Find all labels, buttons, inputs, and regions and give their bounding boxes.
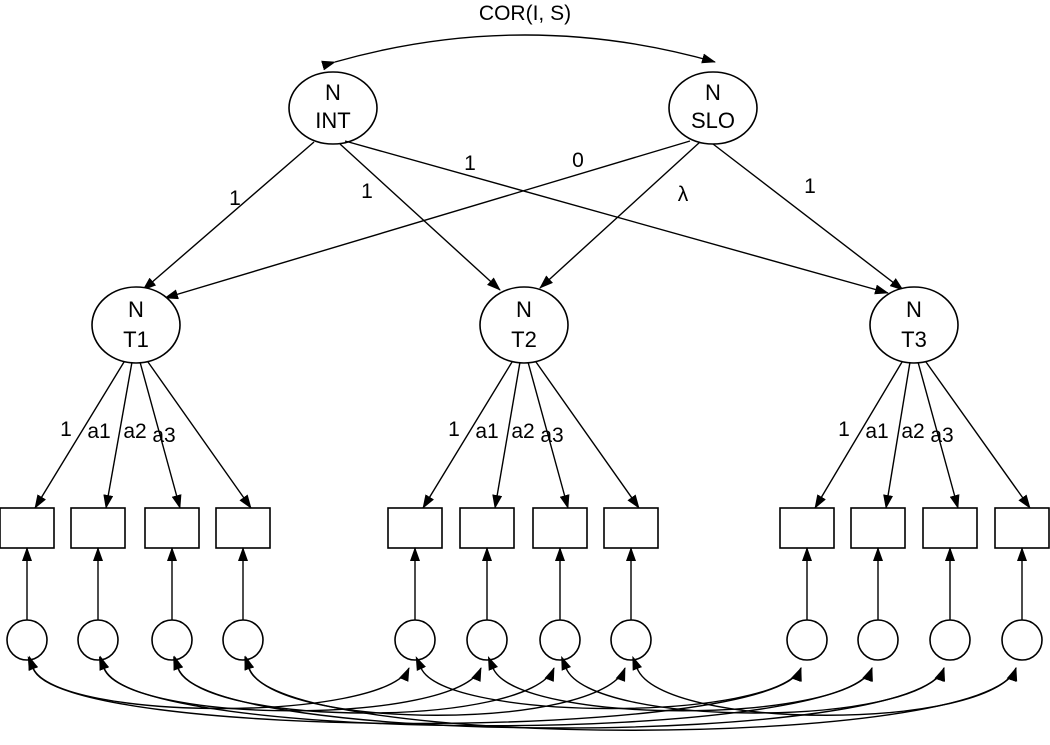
loading-path-t2-1: [422, 361, 513, 509]
loading-slo-t2: λ: [678, 183, 689, 206]
loading-label-t3-3: a2: [901, 420, 924, 443]
loading-path-t3-3: [917, 361, 960, 509]
time-factor-t2-line2: T2: [511, 327, 537, 352]
correlation-arc: [321, 34, 716, 71]
loading-path-t1-4: [147, 361, 252, 509]
path-int-t2: [339, 143, 501, 291]
residual-t3-2: [857, 619, 899, 661]
loading-path-t3-2: [883, 361, 911, 509]
indicator-box-t3-3: [922, 507, 978, 549]
correlation-label: COR(I, S): [479, 2, 571, 25]
time-factor-t1: N T1: [91, 286, 181, 364]
slope-factor-line1: N: [705, 80, 721, 105]
residual-t1-1: [6, 619, 48, 661]
slope-factor-line2: SLO: [691, 108, 735, 133]
path-int-t1: [142, 141, 315, 291]
indicator-box-t1-3: [144, 507, 200, 549]
residual-covariance-1-t1-t2: [27, 656, 410, 710]
residual-covariance-4-t2-t3: [632, 655, 1017, 716]
loading-label-t1-2: a1: [87, 420, 110, 443]
residual-t3-3: [929, 619, 971, 661]
residual-covariance-4-t1-t3: [244, 655, 1018, 731]
loading-int-t3: 1: [464, 152, 476, 175]
time-factor-t1-line1: N: [128, 297, 144, 322]
indicator-box-t2-1: [387, 507, 443, 549]
indicator-box-t1-1: [0, 507, 55, 549]
indicator-box-t1-2: [70, 507, 126, 549]
intercept-factor-line1: N: [325, 80, 341, 105]
measurement-model: 1 a1 a2 a3 1 a1 a2 a3 1 a1 a2 a3: [0, 361, 1050, 731]
loading-path-t3-4: [925, 361, 1031, 509]
loading-int-t1: 1: [229, 187, 241, 210]
loading-label-t2-4: a3: [540, 424, 563, 447]
loading-label-t3-1: 1: [838, 418, 850, 441]
time-factor-t1-line2: T1: [123, 327, 149, 352]
residual-covariance-2-t1-t2: [98, 656, 482, 712]
loading-label-t1-4: a3: [152, 424, 175, 447]
time-factor-t2: N T2: [479, 286, 569, 364]
indicator-box-t1-4: [215, 507, 271, 549]
path-int-t3: [344, 140, 889, 295]
time-factor-t3: N T3: [869, 286, 959, 364]
loading-slo-t3: 1: [804, 175, 816, 198]
loading-label-t3-4: a3: [930, 424, 953, 447]
path-slo-t3: [712, 143, 904, 291]
loading-path-t1-2: [103, 361, 133, 509]
residual-covariance-3-t1-t3: [173, 655, 945, 729]
indicator-box-t3-4: [994, 507, 1050, 549]
loading-label-t1-3: a2: [123, 420, 146, 443]
loading-label-t3-2: a1: [865, 420, 888, 443]
residual-t1-3: [151, 619, 193, 661]
residual-t2-1: [394, 619, 436, 661]
indicator-box-t2-4: [603, 507, 659, 549]
loading-slo-t1: 0: [572, 149, 584, 172]
loading-label-t1-1: 1: [60, 418, 72, 441]
residual-t2-4: [610, 619, 652, 661]
intercept-factor-line2: INT: [315, 108, 350, 133]
intercept-factor: N INT: [288, 71, 378, 145]
indicator-box-t2-3: [532, 507, 588, 549]
loading-label-t2-2: a1: [475, 420, 498, 443]
residual-t1-4: [222, 619, 264, 661]
indicator-box-t2-2: [459, 507, 515, 549]
residual-t3-4: [1001, 619, 1043, 661]
indicator-box-t3-2: [850, 507, 906, 549]
indicator-box-t3-1: [779, 507, 835, 549]
residual-t2-2: [466, 619, 508, 661]
loading-int-t2: 1: [361, 180, 373, 203]
path-slo-t2: [539, 141, 701, 289]
residual-t1-2: [77, 619, 119, 661]
time-factor-t3-line2: T3: [901, 327, 927, 352]
loading-path-t1-3: [139, 361, 182, 509]
slope-factor: N SLO: [668, 71, 758, 145]
loading-path-t2-4: [535, 361, 640, 509]
loading-label-t2-3: a2: [511, 420, 534, 443]
loading-path-t3-1: [814, 361, 903, 509]
loading-path-t1-1: [34, 361, 125, 509]
loading-path-t2-2: [492, 361, 521, 509]
loading-path-t2-3: [527, 361, 570, 509]
time-factor-t3-line1: N: [906, 297, 922, 322]
residual-covariance-2-t1-t3: [99, 655, 873, 727]
loading-label-t2-1: 1: [448, 418, 460, 441]
time-factor-t2-line1: N: [516, 297, 532, 322]
path-slo-t1: [164, 140, 691, 300]
residual-covariance-3-t2-t3: [561, 655, 945, 714]
residual-t2-3: [539, 619, 581, 661]
residual-t3-1: [786, 619, 828, 661]
